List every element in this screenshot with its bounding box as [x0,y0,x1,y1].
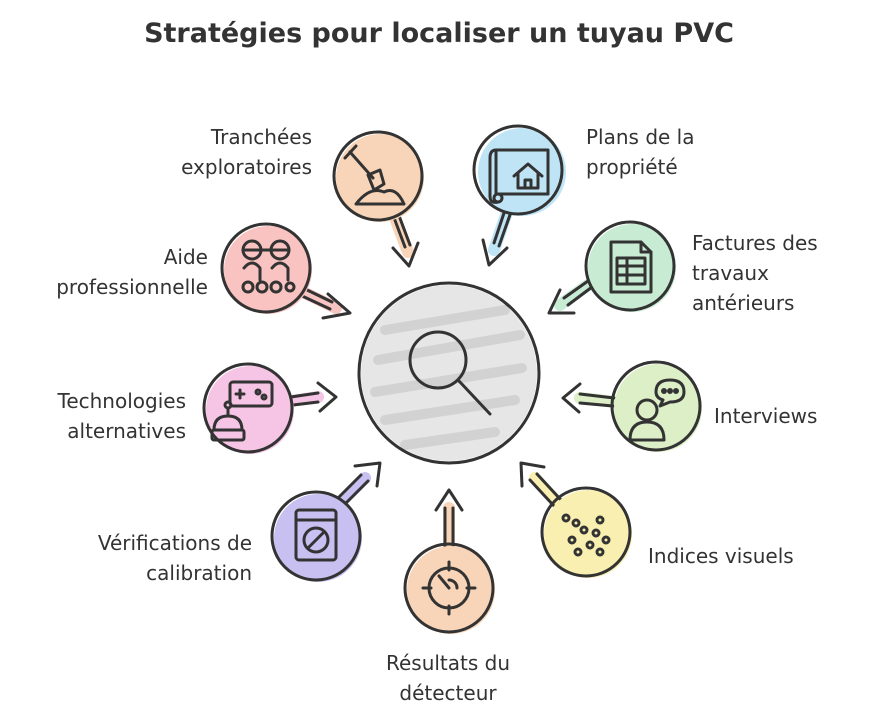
arrow-plans [481,206,513,267]
workers-icon [241,239,296,294]
label-line: Indices visuels [648,544,794,568]
label-tranchees: Tranchées exploratoires [130,122,312,182]
gamepad-robot-icon [210,380,274,442]
label-line: Interviews [714,404,818,428]
arrow-aide [297,286,352,320]
person-speech-icon [628,378,686,442]
node-interviews [610,360,702,452]
label-aide: Aide professionnelle [8,242,208,302]
label-line: propriété [586,155,678,179]
label-line: travaux [692,261,769,285]
dots-pattern-icon [561,513,611,557]
calibration-device-icon [294,508,338,562]
label-factures: Factures des travaux antérieurs [692,228,872,318]
label-line: antérieurs [692,291,795,315]
arrow-indices [519,461,564,509]
label-line: détecteur [399,681,497,705]
center-node [357,281,541,465]
label-line: calibration [146,561,252,585]
node-plans [472,124,566,216]
node-verifications [270,490,362,582]
magnifier-icon [408,330,492,416]
detector-dial-icon [421,560,477,616]
label-line: Plans de la [586,125,695,149]
diagram-title: Stratégies pour localiser un tuyau PVC [144,18,734,49]
label-interviews: Interviews [714,401,874,431]
label-technologies: Technologies alternatives [10,386,186,446]
label-line: Résultats du [385,651,511,675]
label-line: Vérifications de [97,531,252,555]
arrow-resultats [434,488,464,554]
label-line: alternatives [67,419,186,443]
node-technologies [202,362,294,454]
invoice-table-icon [609,240,653,294]
node-tranchees [332,130,424,222]
house-plan-icon [488,148,550,204]
label-line: Technologies [57,389,186,413]
arrow-tranchees [389,211,420,268]
node-factures [584,220,676,312]
label-line: Factures des [692,231,818,255]
label-line: Tranchées [210,125,312,149]
label-line: exploratoires [181,155,312,179]
arrow-factures [547,279,594,315]
label-line: Aide [163,245,208,269]
arrow-interviews [561,382,621,414]
label-line: professionnelle [56,275,208,299]
node-aide [220,222,312,314]
node-indices [540,486,632,578]
label-indices: Indices visuels [648,541,848,571]
label-resultats: Résultats du détecteur [330,648,566,708]
label-verifications: Vérifications de calibration [30,528,252,588]
arrow-verifications [334,461,382,509]
shovel-dirt-icon [343,144,406,206]
node-resultats [403,542,495,634]
label-plans: Plans de la propriété [586,122,786,182]
